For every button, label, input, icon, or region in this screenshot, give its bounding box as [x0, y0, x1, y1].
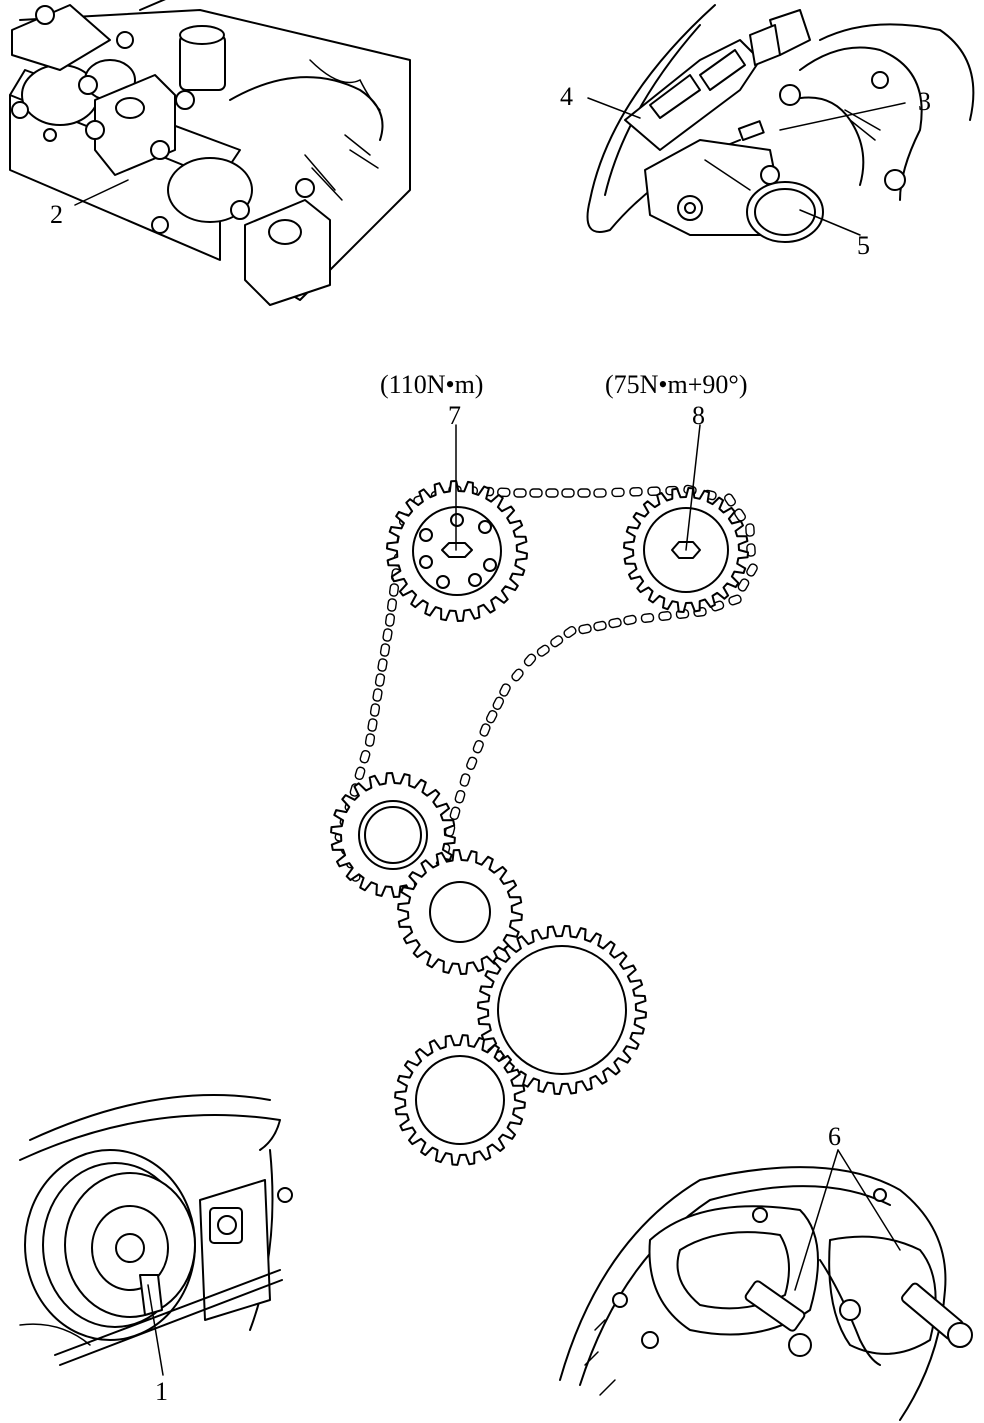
chain-link	[354, 766, 366, 781]
callout-2: 2	[50, 200, 63, 229]
callout-1: 1	[155, 1377, 168, 1406]
intermediate-sprocket-hub	[364, 806, 422, 864]
chain-link	[367, 718, 378, 732]
chain-link	[472, 739, 484, 754]
chain-link	[377, 658, 388, 672]
chain-link	[611, 487, 625, 498]
chain-link	[485, 710, 498, 724]
chain-link	[550, 635, 564, 648]
camshaft-locking-tools	[559, 1166, 973, 1421]
pulley-locking-assembly	[19, 1094, 293, 1366]
chain-link	[359, 749, 371, 764]
camshaft-sprocket-7-bolt	[419, 513, 497, 589]
callout-7: 7	[448, 401, 461, 430]
chain-link	[623, 614, 637, 626]
chain-link	[561, 488, 575, 498]
intermediate-sprocket-ring	[358, 800, 428, 870]
chain-link	[746, 563, 758, 577]
chain-link	[728, 594, 742, 606]
chain-link	[737, 578, 750, 592]
chain-link	[593, 488, 607, 498]
torque-spec-7: (110N•m)	[380, 370, 483, 399]
chain-link	[379, 643, 391, 657]
chain-link	[608, 617, 622, 629]
chain-link	[578, 623, 592, 635]
chain-link	[454, 789, 466, 804]
chain-link	[511, 668, 524, 682]
chain-link	[466, 756, 478, 771]
chain-link	[577, 488, 591, 498]
chain-link	[529, 488, 543, 498]
chain-link	[479, 723, 491, 737]
idler-gear-hub	[429, 881, 491, 943]
chain-link	[382, 628, 393, 642]
auxiliary-gear-hub	[415, 1055, 505, 1145]
chain-link	[563, 625, 577, 639]
leader-lines	[74, 97, 906, 1376]
auxiliary-gear	[394, 1034, 526, 1166]
torque-spec-8: (75N•m+90°)	[605, 370, 747, 399]
idler-gear	[397, 849, 523, 975]
chain-link	[629, 487, 643, 497]
chain-link	[536, 644, 550, 657]
callout-4: 4	[560, 82, 573, 111]
chain-link	[745, 523, 755, 537]
tensioner-guide-assembly	[586, 4, 975, 243]
chain-link	[364, 733, 376, 747]
callout-6: 6	[828, 1122, 841, 1151]
chain-link	[369, 703, 381, 717]
chain-link	[497, 487, 511, 498]
chain-link	[733, 508, 747, 522]
chain-link	[449, 806, 461, 821]
timing-chain-drive	[330, 480, 758, 1166]
chain-link	[647, 486, 661, 496]
chain-link	[593, 620, 607, 632]
camshaft-sprocket-8-hub	[643, 507, 729, 593]
chain-link	[492, 696, 505, 710]
chain-link	[658, 611, 672, 621]
chain-link	[499, 683, 511, 697]
crankshaft-gear	[477, 925, 647, 1095]
chain-link	[372, 688, 383, 702]
chain-link	[640, 613, 655, 623]
chain-link	[723, 493, 737, 507]
chain-link	[388, 583, 400, 597]
chain-link	[545, 488, 559, 498]
chain-link	[513, 488, 527, 498]
camshaft-sprocket-7-hub	[412, 506, 502, 596]
chain-link	[523, 653, 537, 667]
callout-5: 5	[857, 231, 870, 260]
crankshaft-gear-hub	[497, 945, 627, 1075]
chain-link	[384, 613, 396, 627]
chain-link	[459, 773, 471, 787]
chain-link	[386, 598, 398, 612]
camshaft-bearing-assembly	[9, 0, 411, 306]
chain-link	[374, 673, 386, 687]
callout-3: 3	[918, 87, 931, 116]
callout-8: 8	[692, 401, 705, 430]
